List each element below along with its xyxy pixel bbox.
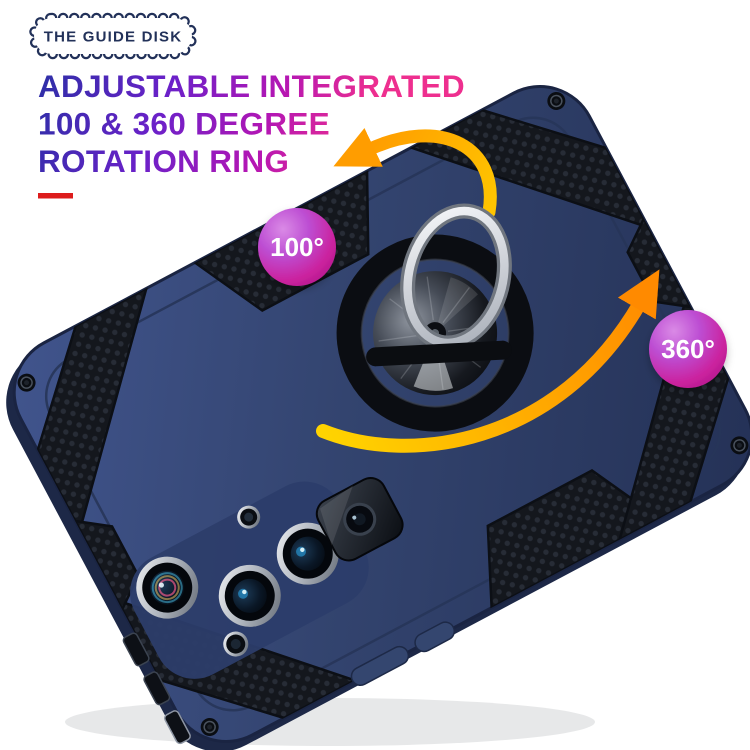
rotation-arrow-right-icon <box>316 269 660 453</box>
callout-360-badge: 360° <box>649 310 727 388</box>
corner-screw-br <box>730 436 749 455</box>
case-shadow <box>65 698 595 746</box>
headline-line-3: ROTATION RING <box>38 143 289 179</box>
callout-100-label: 100° <box>270 232 324 262</box>
guide-badge-fill <box>34 18 192 54</box>
disc-light-wedge-2 <box>435 277 478 334</box>
ring-hinge-bar <box>366 340 512 367</box>
usb-port <box>163 710 191 745</box>
camera-lens-small-1 <box>223 631 249 657</box>
guide-badge-label: THE GUIDE DISK <box>44 29 182 46</box>
guide-badge: THE GUIDE DISK <box>28 12 198 60</box>
corner-screw-tl <box>17 373 36 392</box>
headline-line-1: ADJUSTABLE INTEGRATED <box>38 68 465 104</box>
power-button <box>414 621 456 653</box>
ring-hoop <box>400 203 512 351</box>
rotation-arrow-top-icon <box>333 127 497 219</box>
camera-lens-1 <box>136 556 199 619</box>
corner-screw-bl <box>200 718 219 737</box>
headline-line-2: 100 & 360 DEGREE <box>38 106 330 142</box>
camera-glass-module <box>315 477 404 562</box>
camera-lens-2 <box>218 564 281 627</box>
callout-100-badge: 100° <box>258 208 336 286</box>
camera-lens-3 <box>276 522 339 585</box>
volume-button <box>350 645 410 687</box>
corner-screw-tr <box>547 91 566 110</box>
callout-360-label: 360° <box>661 334 715 364</box>
headline-underline <box>38 193 73 199</box>
ring-torus <box>336 234 534 432</box>
camera-flash <box>237 505 261 529</box>
mic-port <box>143 671 171 706</box>
speaker-port <box>122 632 150 667</box>
